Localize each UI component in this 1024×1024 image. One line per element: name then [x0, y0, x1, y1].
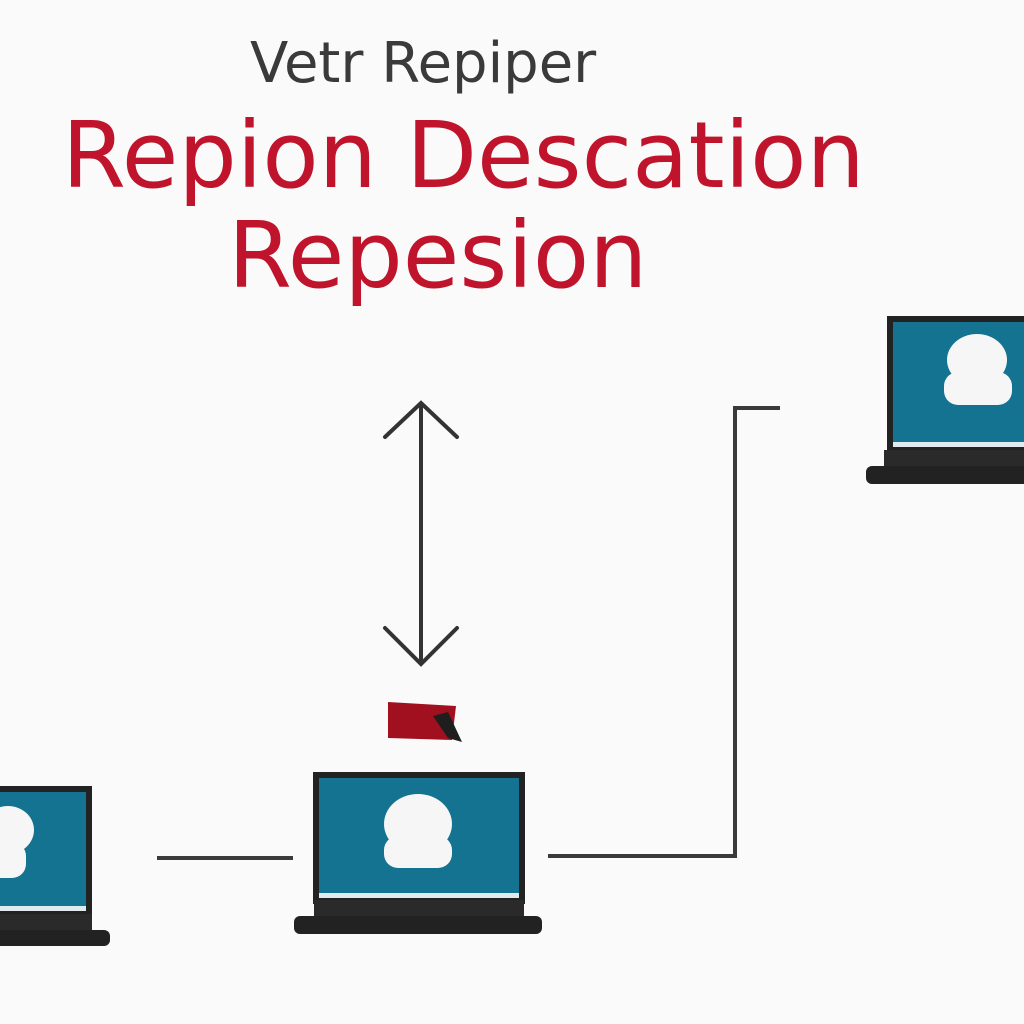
laptop-left[interactable]: [0, 786, 110, 946]
diagram-subtitle: Vetr Repiper: [250, 31, 597, 96]
diagram-title-line-1: Repion Descation: [62, 102, 865, 209]
connector-right: [548, 406, 780, 858]
diagram-title-line-2: Repesion: [228, 202, 648, 309]
connector-lines: [157, 406, 780, 860]
user-icon: [384, 794, 452, 868]
laptop-right[interactable]: [866, 316, 1024, 484]
laptop-center[interactable]: [294, 772, 542, 934]
user-icon: [0, 806, 34, 878]
double-arrow-icon: [383, 400, 459, 667]
flag-icon: [388, 702, 462, 742]
user-icon: [944, 334, 1012, 405]
